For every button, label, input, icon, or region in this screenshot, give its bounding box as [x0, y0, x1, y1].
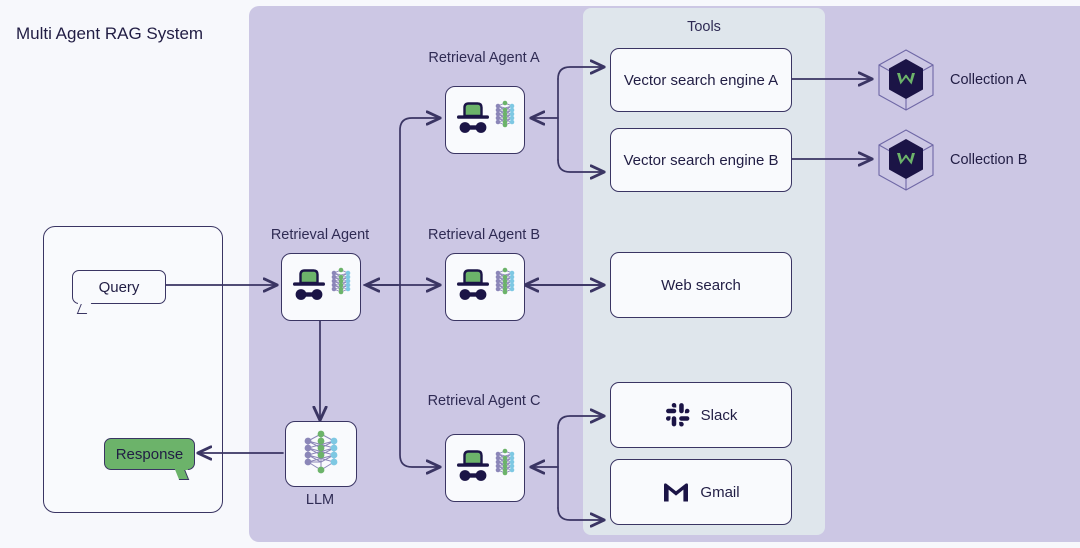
- collection-a[interactable]: Collection A: [874, 47, 1027, 113]
- query-bubble-tail-mask: [78, 300, 90, 304]
- agent-icon: [290, 266, 352, 308]
- retrieval-agent-node[interactable]: [281, 253, 361, 321]
- agent-icon: [454, 447, 516, 489]
- query-bubble[interactable]: Query: [72, 270, 166, 314]
- tool-label: Vector search engine A: [623, 71, 779, 89]
- retrieval-agent-c-label: Retrieval Agent C: [427, 393, 541, 409]
- response-bubble-tail-mask: [176, 466, 188, 470]
- retrieval-agent-b-label: Retrieval Agent B: [427, 227, 541, 243]
- mini-network-nodes: [331, 267, 351, 295]
- collection-label: Collection A: [950, 72, 1027, 88]
- tool-vector-search-engine-b[interactable]: Vector search engine B: [610, 128, 792, 192]
- query-label: Query: [98, 278, 140, 296]
- tool-vector-search-engine-a[interactable]: Vector search engine A: [610, 48, 792, 112]
- tool-web-search[interactable]: Web search: [610, 252, 792, 318]
- hat-and-glasses: [293, 269, 325, 300]
- collection-label: Collection B: [950, 152, 1028, 168]
- tool-slack[interactable]: Slack: [610, 382, 792, 448]
- response-label: Response: [115, 445, 184, 463]
- tool-gmail[interactable]: Gmail: [610, 459, 792, 525]
- retrieval-agent-label: Retrieval Agent: [270, 227, 370, 243]
- tool-label: Web search: [661, 276, 741, 294]
- gmail-icon: [662, 481, 690, 503]
- retrieval-agent-c-node[interactable]: [445, 434, 525, 502]
- llm-label: LLM: [305, 492, 335, 508]
- agent-icon: [454, 99, 516, 141]
- tool-label: Gmail: [700, 483, 740, 501]
- weaviate-cube-icon: [874, 127, 938, 193]
- page-title: Multi Agent RAG System: [16, 24, 204, 43]
- llm-node[interactable]: [285, 421, 357, 487]
- tools-panel-label: Tools: [687, 19, 721, 35]
- retrieval-agent-b-node[interactable]: [445, 253, 525, 321]
- neural-network-icon: [296, 429, 346, 479]
- weaviate-cube-icon: [874, 47, 938, 113]
- response-bubble[interactable]: Response: [104, 438, 195, 480]
- agent-icon: [454, 266, 516, 308]
- tool-label: Vector search engine B: [623, 151, 779, 169]
- slack-icon: [665, 402, 691, 428]
- retrieval-agent-a-label: Retrieval Agent A: [428, 50, 540, 66]
- collection-b[interactable]: Collection B: [874, 127, 1027, 193]
- tool-label: Slack: [700, 406, 738, 424]
- retrieval-agent-a-node[interactable]: [445, 86, 525, 154]
